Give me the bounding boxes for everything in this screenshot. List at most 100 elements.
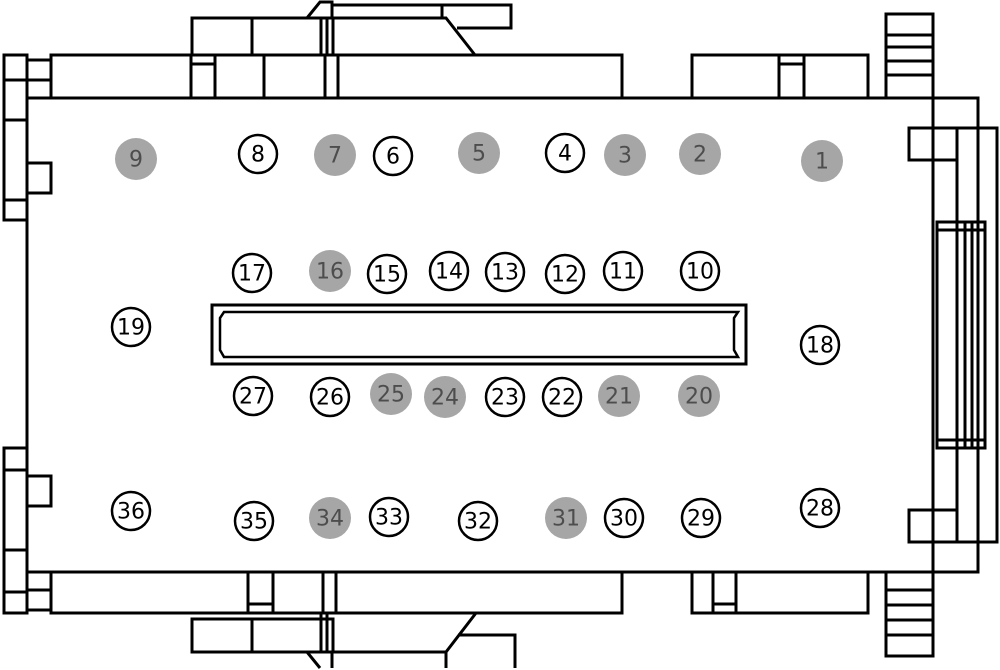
pin-27: 27 xyxy=(232,375,274,417)
bottom-right-flange xyxy=(690,570,870,615)
pin-circle xyxy=(110,306,152,348)
pin-circle xyxy=(604,134,646,176)
pin-label: 15 xyxy=(373,263,401,288)
pin-label: 14 xyxy=(435,260,463,285)
pin-9: 9 xyxy=(115,138,157,180)
pin-label: 3 xyxy=(618,144,632,169)
pin-circle xyxy=(457,500,499,542)
right-bottom-bracket xyxy=(884,570,935,658)
pin-circle xyxy=(370,373,412,415)
pin-label: 8 xyxy=(251,143,265,168)
pin-29: 29 xyxy=(680,497,722,539)
pin-label: 12 xyxy=(551,263,579,288)
right-slider xyxy=(955,126,999,544)
left-tab-top xyxy=(25,161,53,195)
pin-20: 20 xyxy=(678,375,720,417)
pin-8: 8 xyxy=(237,133,279,175)
pin-label: 4 xyxy=(558,142,572,167)
pin-circle xyxy=(598,375,640,417)
pin-circle xyxy=(545,497,587,539)
pin-label: 26 xyxy=(316,386,344,411)
pin-label: 6 xyxy=(386,145,400,170)
pin-6: 6 xyxy=(372,135,414,177)
pin-circle xyxy=(309,376,351,418)
pin-circle xyxy=(110,490,152,532)
pin-circle xyxy=(544,253,586,295)
pin-label: 21 xyxy=(605,385,633,410)
pin-label: 19 xyxy=(117,316,145,341)
pin-circle xyxy=(428,250,470,292)
pin-28: 28 xyxy=(799,487,841,529)
pin-circle xyxy=(602,250,644,292)
pin-label: 7 xyxy=(328,144,342,169)
pin-34: 34 xyxy=(309,497,351,539)
pin-circle xyxy=(679,250,721,292)
pin-label: 36 xyxy=(117,500,145,525)
pin-label: 24 xyxy=(431,386,459,411)
pin-14: 14 xyxy=(428,250,470,292)
pin-7: 7 xyxy=(314,134,356,176)
pin-label: 33 xyxy=(375,506,403,531)
pin-33: 33 xyxy=(368,496,410,538)
pin-circle xyxy=(232,375,274,417)
pin-circle xyxy=(368,496,410,538)
left-tab-bottom xyxy=(25,474,53,508)
pin-label: 29 xyxy=(687,507,715,532)
pin-circle xyxy=(603,497,645,539)
pin-16: 16 xyxy=(309,250,351,292)
pin-label: 2 xyxy=(693,143,707,168)
pin-layer: 1234567891011121314151617181920212223242… xyxy=(110,132,843,542)
pin-15: 15 xyxy=(366,253,408,295)
pin-2: 2 xyxy=(679,133,721,175)
center-slot-inner xyxy=(218,310,741,359)
pin-1: 1 xyxy=(801,140,843,182)
pin-3: 3 xyxy=(604,134,646,176)
right-tab-top xyxy=(907,126,959,162)
center-slot-outer xyxy=(210,303,748,366)
right-top-bracket xyxy=(884,12,935,100)
pin-circle xyxy=(484,376,526,418)
pin-label: 22 xyxy=(548,386,576,411)
pin-19: 19 xyxy=(110,306,152,348)
pin-12: 12 xyxy=(544,253,586,295)
pin-circle xyxy=(484,251,526,293)
pin-label: 11 xyxy=(609,260,637,285)
pin-21: 21 xyxy=(598,375,640,417)
pin-10: 10 xyxy=(679,250,721,292)
pin-circle xyxy=(366,253,408,295)
pin-circle xyxy=(801,140,843,182)
pin-label: 20 xyxy=(685,385,713,410)
pin-label: 30 xyxy=(610,507,638,532)
pin-circle xyxy=(237,133,279,175)
pin-label: 9 xyxy=(129,148,143,173)
pin-label: 5 xyxy=(472,142,486,167)
pin-circle xyxy=(309,497,351,539)
pin-circle xyxy=(424,376,466,418)
pin-label: 28 xyxy=(806,497,834,522)
pin-label: 23 xyxy=(491,386,519,411)
top-latch xyxy=(190,16,335,57)
pin-circle xyxy=(372,135,414,177)
pin-circle xyxy=(541,376,583,418)
pin-circle xyxy=(233,500,275,542)
pin-label: 1 xyxy=(815,150,829,175)
pin-label: 31 xyxy=(552,507,580,532)
pin-circle xyxy=(678,375,720,417)
pin-31: 31 xyxy=(545,497,587,539)
pin-label: 17 xyxy=(238,262,266,287)
pin-circle xyxy=(799,324,841,366)
pin-11: 11 xyxy=(602,250,644,292)
right-lock-bar xyxy=(935,220,987,450)
pin-label: 25 xyxy=(377,383,405,408)
pin-23: 23 xyxy=(484,376,526,418)
pin-label: 34 xyxy=(316,507,344,532)
right-rail xyxy=(931,96,980,574)
pin-18: 18 xyxy=(799,324,841,366)
pin-22: 22 xyxy=(541,376,583,418)
pin-30: 30 xyxy=(603,497,645,539)
pin-label: 13 xyxy=(491,261,519,286)
pin-5: 5 xyxy=(458,132,500,174)
left-rail-bottom xyxy=(2,446,29,615)
